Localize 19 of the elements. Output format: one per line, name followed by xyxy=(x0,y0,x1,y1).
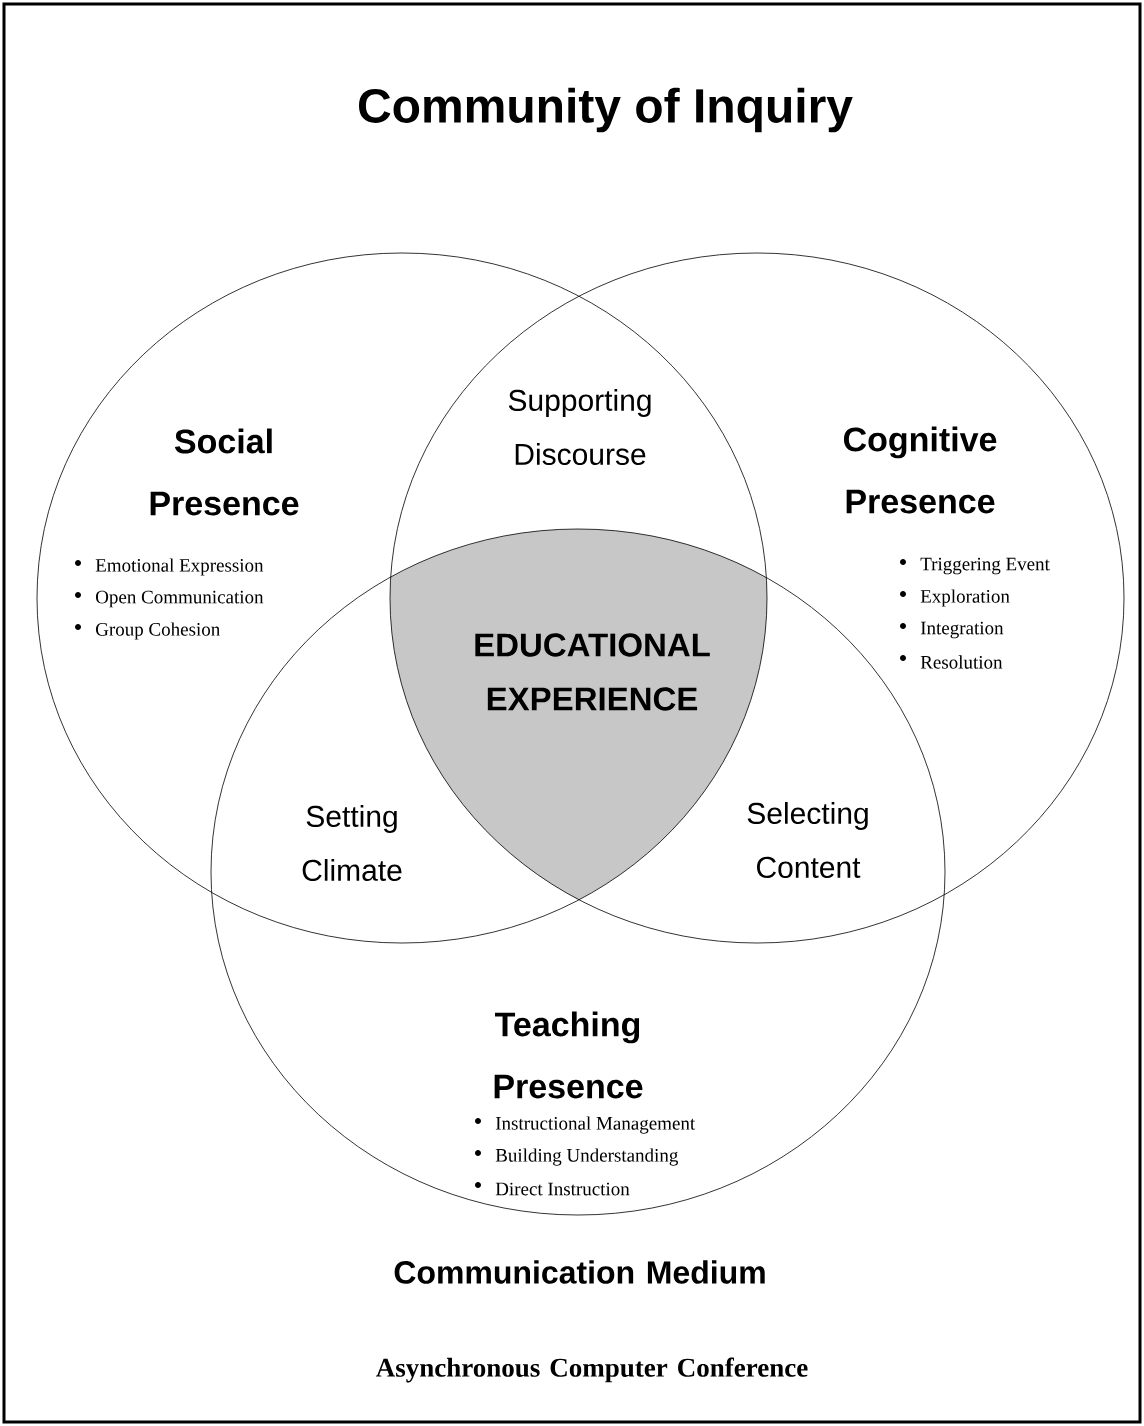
bullet-item: Building Understanding xyxy=(475,1148,678,1166)
bullet-item: Triggering Event xyxy=(900,557,1050,575)
bullet-item: Open Communication xyxy=(75,590,264,608)
bullet-item: Instructional Management xyxy=(475,1116,696,1134)
caption-text: Asynchronous Computer Conference xyxy=(376,1357,808,1383)
overlap-label: Setting Climate xyxy=(302,805,402,882)
circle-heading: Cognitive Presence xyxy=(843,426,997,514)
bullet-item: Exploration xyxy=(900,589,1010,607)
bullet-item: Group Cohesion xyxy=(75,622,220,640)
bullet-item: Direct Instruction xyxy=(475,1182,630,1196)
circle-heading: Teaching Presence xyxy=(494,1011,643,1099)
overlap-label: Supporting Discourse xyxy=(508,389,651,466)
bullet-item: Emotional Expression xyxy=(75,558,264,576)
title: Community of Inquiry xyxy=(359,87,853,133)
bullet-item: Integration xyxy=(900,621,1004,639)
bullet-item: Resolution xyxy=(900,655,1003,669)
medium-label: Communication Medium xyxy=(394,1260,765,1284)
overlap-label: Selecting Content xyxy=(747,802,868,879)
circle-heading: Social Presence xyxy=(150,428,299,516)
